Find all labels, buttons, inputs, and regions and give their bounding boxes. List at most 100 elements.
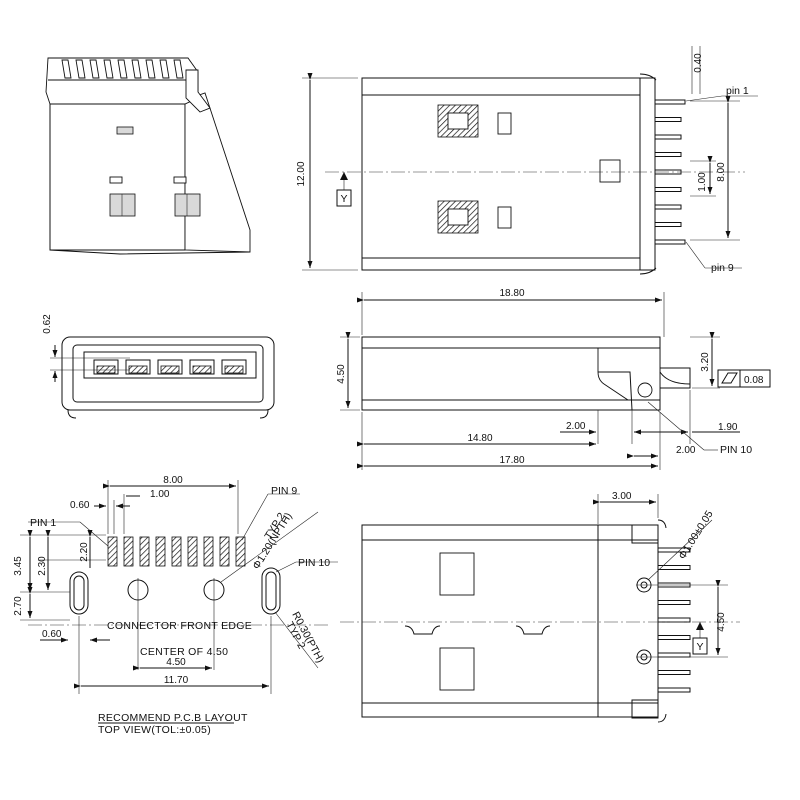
bottom-pin: [657, 687, 691, 693]
iso-pin: [61, 59, 72, 79]
dim-pcb-2-30: 2.30: [37, 556, 48, 576]
front-contact: [221, 359, 247, 375]
bottom-view: 3.00 Φ1.00±0.05 4.50 Y: [340, 491, 740, 723]
top-view: Y 12.00 0.40 8.00 1.00 pin 1 pin 9: [296, 46, 758, 275]
bottom-datum-y: Y: [696, 641, 703, 653]
dim-pcb-0-60-b: 0.60: [42, 629, 62, 640]
pcb-pad: [107, 536, 118, 567]
top-pins: [654, 99, 686, 245]
dim-0-40: 0.40: [693, 53, 704, 73]
front-contact: [93, 359, 119, 375]
pcb-subtitle: TOP VIEW(TOL:±0.05): [98, 724, 211, 736]
dim-0-62: 0.62: [42, 314, 53, 334]
pcb-pads: [107, 536, 246, 567]
iso-pins: [61, 59, 184, 79]
top-pin9-label: pin 9: [711, 262, 734, 274]
top-pin: [654, 204, 682, 210]
bottom-pin: [657, 617, 691, 623]
connector-front-edge: CONNECTOR FRONT EDGE: [107, 620, 252, 632]
top-datum-y: Y: [340, 193, 347, 205]
dim-pcb-2-70: 2.70: [13, 596, 24, 616]
dim-8-00: 8.00: [716, 162, 727, 182]
front-contact: [125, 359, 151, 375]
dim-12-00: 12.00: [296, 161, 307, 186]
iso-top-face: [49, 99, 186, 251]
front-contact-fill: [96, 365, 116, 374]
front-contact-fill: [224, 365, 244, 374]
dim-pcb-2-20: 2.20: [79, 542, 90, 562]
dim-pcb-1-00: 1.00: [150, 489, 170, 500]
side-view: 18.80 4.50 3.20 0.08 2.00 1.90 14.80: [336, 288, 771, 470]
pcb-pad: [155, 536, 166, 567]
dim-3-00: 3.00: [612, 491, 632, 502]
iso-pin: [89, 59, 100, 79]
pcb-pad: [123, 536, 134, 567]
dim-4-50-bottom: 4.50: [716, 612, 727, 632]
top-pin: [654, 222, 682, 227]
bottom-pin: [657, 635, 691, 640]
front-contact-fill: [128, 365, 148, 374]
front-contact: [157, 359, 183, 375]
top-pin1-label: pin 1: [726, 85, 749, 97]
dim-18-80: 18.80: [499, 288, 524, 299]
iso-pin: [131, 59, 142, 79]
pcb-pin10-label: PIN 10: [298, 557, 330, 569]
dim-pcb-11-70: 11.70: [164, 675, 189, 686]
iso-pin: [117, 59, 128, 79]
side-pin10-label: PIN 10: [720, 444, 752, 456]
top-pin: [654, 134, 682, 140]
top-pin: [654, 117, 682, 122]
dim-14-80: 14.80: [467, 433, 492, 444]
iso-pin: [173, 59, 184, 79]
top-pin: [654, 152, 682, 157]
pcb-layout: CONNECTOR FRONT EDGE 8.00 0.60 1.00 PIN …: [13, 475, 338, 736]
pcb-pad: [187, 536, 198, 567]
dim-1-90: 1.90: [718, 422, 738, 433]
bottom-window-lower: [439, 647, 475, 691]
dim-4-50-side: 4.50: [336, 364, 347, 384]
top-pin: [654, 187, 682, 192]
pcb-title: RECOMMEND P.C.B LAYOUT: [98, 712, 248, 724]
bottom-pin: [657, 652, 691, 658]
front-contact-fill: [192, 365, 212, 374]
iso-window-left: [109, 193, 136, 217]
flatness-value: 0.08: [744, 375, 764, 386]
pcb-pad: [203, 536, 214, 567]
pcb-pad: [219, 536, 230, 567]
dim-pcb-3-45: 3.45: [13, 556, 24, 576]
iso-pin: [159, 59, 170, 79]
pth-hole-note: Φ1.00±0.05: [676, 508, 715, 561]
bottom-pins: [657, 547, 691, 693]
top-center-tab: [599, 159, 621, 183]
pcb-pad: [235, 536, 246, 567]
iso-window-right: [174, 193, 201, 217]
dim-pcb-4-50: 4.50: [166, 657, 186, 668]
bottom-window-upper: [439, 552, 475, 596]
dim-pcb-8-00: 8.00: [163, 475, 183, 486]
pcb-pin1-label: PIN 1: [30, 517, 56, 529]
top-pin: [654, 239, 686, 245]
isometric-view: [45, 57, 251, 255]
dim-pcb-0-60-a: 0.60: [70, 500, 90, 511]
center-of-label: CENTER OF 4.50: [140, 646, 228, 658]
dim-17-80: 17.80: [499, 455, 524, 466]
iso-pin: [75, 59, 86, 79]
front-view: 0.62: [42, 314, 275, 419]
pcb-pad: [139, 536, 150, 567]
iso-pin: [103, 59, 114, 79]
dim-3-20: 3.20: [700, 352, 711, 372]
dim-1-00: 1.00: [697, 172, 708, 192]
pcb-pad: [171, 536, 182, 567]
iso-marker: [116, 126, 134, 135]
dim-2-00-a: 2.00: [566, 421, 586, 432]
top-pin: [654, 99, 686, 105]
bottom-pin: [657, 547, 691, 553]
bottom-pin: [657, 565, 691, 570]
bottom-pin: [657, 670, 691, 675]
front-contacts: [93, 359, 247, 375]
dim-2-00-b: 2.00: [676, 445, 696, 456]
front-contact: [189, 359, 215, 375]
pcb-pin9-label: PIN 9: [271, 485, 297, 497]
iso-pin: [145, 59, 156, 79]
front-contact-fill: [160, 365, 180, 374]
